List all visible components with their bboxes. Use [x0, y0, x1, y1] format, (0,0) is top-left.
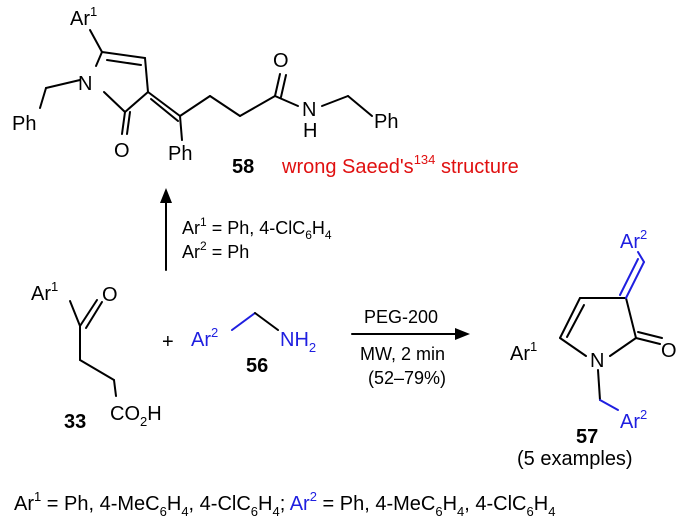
- carboxylic-acid-label-33: CO2H: [110, 403, 162, 429]
- compound-58-structure: Ar1 N O Ph Ph O N H Ph 58 wrong Saeed's1…: [12, 4, 519, 178]
- ring-nitrogen-label-58: N: [78, 73, 92, 95]
- compound-number-33: 33: [64, 411, 86, 433]
- plus-sign: +: [162, 331, 174, 353]
- examples-count-57: (5 examples): [517, 448, 633, 470]
- vertical-arrow-condition-ar1: Ar1 = Ph, 4-ClC6H4: [182, 215, 332, 242]
- benzyl-ph-amide-label-58: Ph: [374, 111, 398, 133]
- condition-yield: (52–79%): [368, 368, 446, 388]
- ar2-bottom-label-57: Ar2: [620, 407, 647, 433]
- ar1-label-57: Ar1: [510, 339, 537, 365]
- benzyl-ph-label-58: Ph: [12, 113, 36, 135]
- horizontal-reaction-arrow: [351, 328, 470, 340]
- compound-56-bonds: [231, 312, 279, 331]
- compound-57-structure: Ar2 Ar1 N O Ar2 57 (5 examples): [510, 227, 677, 470]
- ar2-label-56: Ar2: [191, 325, 218, 351]
- ar1-label-58: Ar1: [70, 4, 97, 30]
- ar1-label-33: Ar1: [31, 279, 58, 305]
- compound-56-structure: Ar2 NH2 56: [191, 312, 316, 377]
- arrowhead-right: [455, 328, 470, 340]
- ring-oxygen-label-57: O: [661, 340, 677, 362]
- ring-oxygen-label-58: O: [114, 140, 130, 162]
- substituent-footnote: Ar1 = Ph, 4-MeC6H4, 4-ClC6H4; Ar2 = Ph, …: [14, 489, 555, 519]
- wrong-structure-note: wrong Saeed's134 structure: [281, 152, 519, 178]
- alkylidene-ph-label-58: Ph: [168, 143, 192, 165]
- condition-solvent: PEG-200: [364, 307, 438, 327]
- amide-hydrogen-label-58: H: [303, 120, 317, 142]
- amide-nitrogen-label-58: N: [302, 99, 316, 121]
- vertical-arrow-condition-ar2: Ar2 = Ph: [182, 239, 249, 262]
- arrowhead-up: [160, 188, 172, 203]
- compound-33-bonds: [69, 299, 117, 397]
- compound-58-bonds: [39, 29, 373, 141]
- compound-number-56: 56: [246, 355, 268, 377]
- ketone-oxygen-label-33: O: [102, 284, 118, 306]
- compound-57-bonds: [559, 251, 663, 411]
- ar2-top-label-57: Ar2: [620, 227, 647, 253]
- amide-oxygen-label-58: O: [273, 50, 289, 72]
- compound-number-58: 58: [232, 156, 254, 178]
- compound-number-57: 57: [576, 426, 598, 448]
- vertical-reaction-arrow: [160, 188, 172, 271]
- condition-microwave: MW, 2 min: [360, 344, 445, 364]
- amine-label-56: NH2: [280, 329, 316, 355]
- ring-nitrogen-label-57: N: [590, 350, 604, 372]
- compound-33-structure: Ar1 O CO2H 33: [31, 279, 162, 433]
